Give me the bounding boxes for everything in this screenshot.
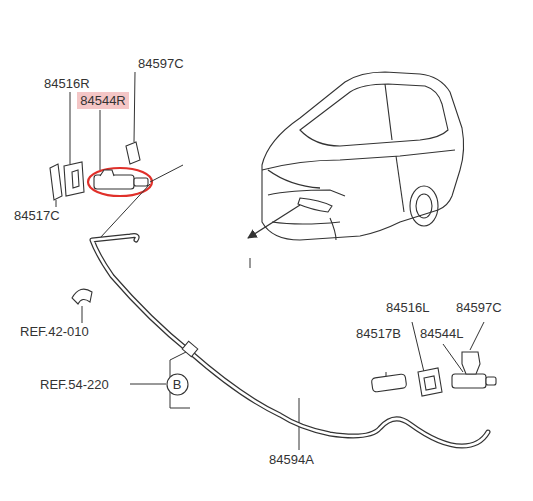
callout-number: 84517C: [14, 208, 60, 223]
hose-clip: [72, 289, 92, 304]
callout-number: 84597C: [138, 56, 184, 71]
callout-number: 84594A: [269, 452, 314, 467]
left-nozzle-parts: [50, 142, 148, 200]
reference-circle: B: [166, 373, 189, 396]
highlighted-callout: 84544R: [77, 92, 129, 109]
callout-number: 84517B: [356, 326, 401, 341]
car-outline: [262, 72, 464, 240]
callout-number: 84544L: [420, 326, 463, 341]
right-nozzle-parts: [371, 352, 496, 396]
callout-number: 84597C: [456, 300, 502, 315]
reference-number: REF.42-010: [20, 324, 89, 339]
callout-number: 84516R: [44, 76, 90, 91]
leader-lines: [56, 72, 484, 450]
node-text: B: [173, 377, 182, 392]
washer-hose: [92, 236, 488, 447]
reference-number: REF.54-220: [40, 377, 109, 392]
view-arrow: [248, 205, 300, 238]
callout-number: 84516L: [386, 300, 429, 315]
node-text: 84544R: [80, 93, 126, 108]
